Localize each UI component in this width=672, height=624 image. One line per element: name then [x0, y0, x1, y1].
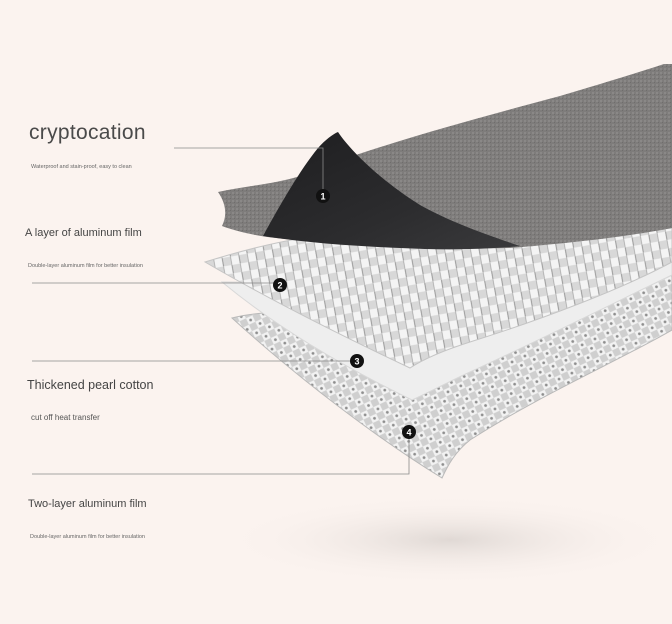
layer-1-backing: [263, 132, 520, 250]
badge-number-2: 2: [277, 281, 282, 291]
layer-3-title: Thickened pearl cotton: [27, 378, 154, 392]
badge-layer-1: 1: [316, 189, 330, 203]
layer-3-desc: cut off heat transfer: [31, 413, 100, 422]
badge-number-1: 1: [320, 192, 325, 202]
badge-layer-4: 4: [402, 425, 416, 439]
leader-lines: [32, 147, 410, 475]
layer-2-desc: Double-layer aluminum film for better in…: [28, 263, 143, 269]
floor-shadow: [220, 495, 672, 585]
badge-layer-2: 2: [273, 278, 287, 292]
layer-1-desc: Waterproof and stain-proof, easy to clea…: [31, 164, 132, 170]
layer-2-title: A layer of aluminum film: [25, 227, 142, 239]
layer-4-desc: Double-layer aluminum film for better in…: [30, 534, 145, 540]
badge-number-4: 4: [406, 428, 411, 438]
layer-1-title: cryptocation: [29, 121, 146, 144]
badge-layer-3: 3: [350, 354, 364, 368]
layer-4-title: Two-layer aluminum film: [28, 498, 147, 510]
badge-number-3: 3: [354, 357, 359, 367]
